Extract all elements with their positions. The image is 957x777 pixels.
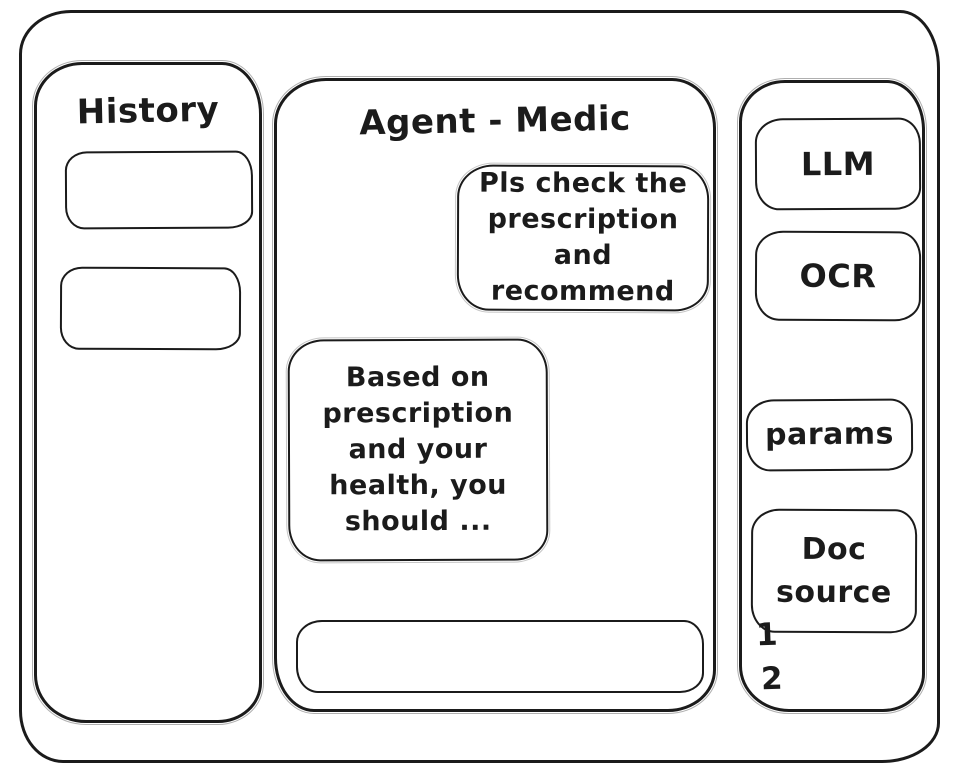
doc-source-item-2: 2 xyxy=(760,660,784,698)
history-item[interactable] xyxy=(64,150,254,230)
history-item[interactable] xyxy=(59,266,242,351)
chat-title: Agent - Medic xyxy=(358,98,632,144)
history-title: History xyxy=(76,89,220,133)
chat-panel: Agent - Medic Pls check the prescription… xyxy=(271,75,719,715)
history-sidebar: History xyxy=(31,59,265,726)
llm-button[interactable]: LLM xyxy=(754,117,922,211)
tools-sidebar: LLM OCR params Doc source 1 2 xyxy=(736,77,928,715)
user-message-bubble: Pls check the prescription and recommend xyxy=(454,162,712,314)
doc-source-item-1: 1 xyxy=(755,616,779,654)
params-button[interactable]: params xyxy=(745,398,914,472)
chat-input[interactable] xyxy=(296,620,704,693)
doc-source-button[interactable]: Doc source xyxy=(750,508,918,634)
ocr-button[interactable]: OCR xyxy=(754,230,922,322)
agent-message-bubble: Based on prescription and your health, y… xyxy=(285,336,551,564)
